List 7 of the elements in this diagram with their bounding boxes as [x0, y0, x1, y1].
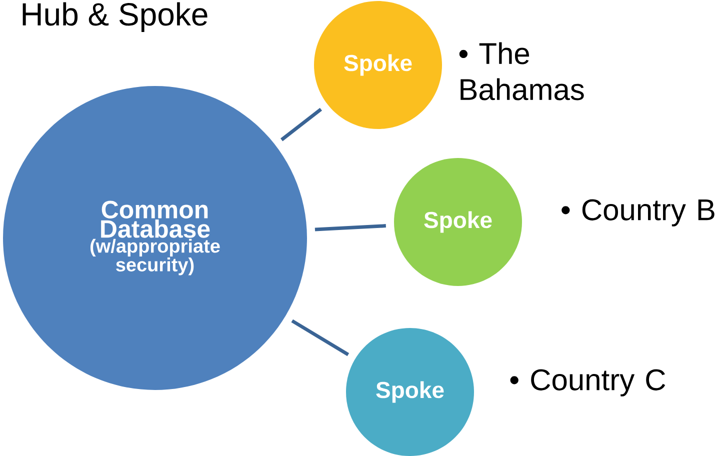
- connector-line: [314, 224, 386, 232]
- bullet-item: • The Bahamas: [459, 42, 584, 100]
- title: Hub & Spoke: [22, 2, 208, 32]
- bullet-item: • Country C: [510, 369, 666, 396]
- bullet-item: • Country B: [562, 199, 714, 226]
- connector-line: [291, 319, 350, 356]
- connector-line: [280, 108, 322, 142]
